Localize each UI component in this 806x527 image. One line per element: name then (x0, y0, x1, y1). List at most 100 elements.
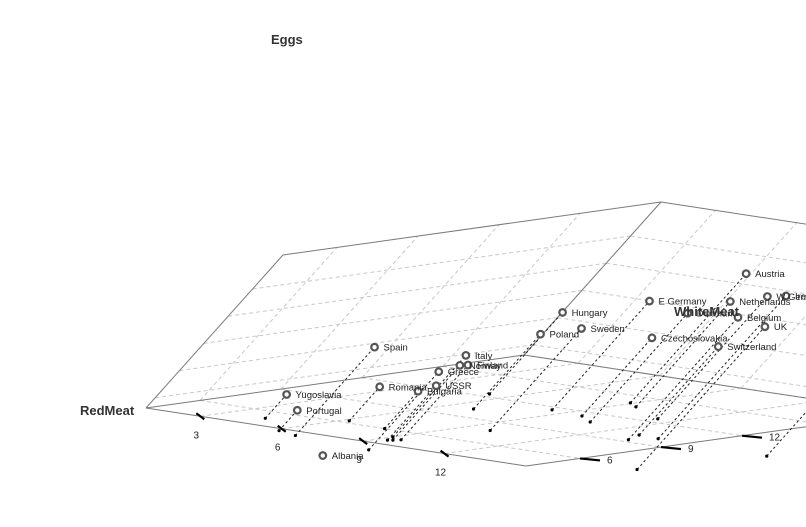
xy-projection-point (347, 419, 351, 423)
xy-projection-point (487, 392, 492, 396)
x-tick-mark (439, 449, 450, 458)
data-point (558, 308, 567, 317)
point-label: USSR (445, 381, 472, 392)
projection-line (384, 390, 419, 429)
data-point (683, 308, 692, 318)
y-tick-mark (741, 434, 763, 439)
projection-line (392, 355, 467, 438)
projection-line (636, 326, 766, 470)
projection-line (387, 385, 437, 441)
point-label: Sweden (591, 324, 625, 335)
projection-line (581, 337, 653, 417)
projection-line (400, 364, 469, 441)
point-label: Romania (389, 382, 428, 393)
xy-projection-point (263, 416, 267, 420)
xy-projection-point (634, 405, 638, 409)
data-point (282, 390, 291, 399)
back-wall-grid-line-x (577, 209, 716, 364)
floor-grid-line-y (442, 365, 806, 423)
box-edge (282, 201, 662, 256)
xy-projection-point (367, 448, 371, 452)
xy-projection-point (656, 417, 660, 421)
y-tick-label: 12 (769, 433, 781, 444)
floor-grid-line-x (281, 375, 660, 430)
xy-projection-point (637, 433, 641, 437)
x-tick-mark (277, 424, 287, 433)
data-point (760, 322, 770, 332)
y-tick-label: 6 (607, 455, 613, 466)
back-wall-grid-line-z (630, 235, 806, 264)
projection-line (657, 295, 787, 440)
box-edge (660, 201, 806, 225)
xy-projection-point (382, 427, 387, 431)
data-point (725, 297, 735, 306)
projection-line (368, 371, 440, 451)
point-label: Poland (550, 330, 580, 341)
floor-grid-line-x (444, 402, 806, 455)
side-wall-grid-line-y (361, 224, 500, 379)
projection-line (635, 301, 731, 408)
floor-grid-line-y (361, 377, 743, 437)
data-point (762, 292, 772, 301)
xy-projection-point (488, 428, 492, 433)
x-tick-label: 12 (435, 468, 447, 479)
point-label: Yugoslavia (296, 390, 343, 401)
projection-line (473, 333, 541, 410)
xy-projection-point (471, 407, 476, 411)
side-wall-grid-line-z (203, 289, 582, 344)
xy-projection-point (626, 438, 630, 442)
x-axis-title: RedMeat (80, 403, 135, 418)
point-label: Denmark (697, 309, 736, 320)
side-wall-grid-line-y (280, 235, 419, 390)
data-point (461, 350, 471, 360)
point-label: Finland (477, 361, 508, 372)
floor-grid-line-y (280, 388, 662, 448)
side-wall-grid-line-z (155, 344, 534, 399)
data-point (370, 342, 379, 352)
back-wall-grid-line-x (740, 314, 806, 389)
xy-projection-point (588, 420, 592, 424)
y-tick-label: 9 (688, 444, 694, 455)
point-label: Norway (469, 361, 501, 372)
x-tick-label: 3 (194, 430, 200, 441)
x-tick-label: 9 (356, 455, 362, 466)
projection-line (589, 312, 688, 423)
data-point (455, 360, 465, 370)
projection-line (551, 300, 650, 411)
xy-projection-point (628, 401, 633, 405)
point-label: Bulgaria (427, 387, 463, 398)
data-point (781, 291, 791, 301)
side-wall-grid-line-y (199, 247, 338, 401)
x-tick-mark (358, 437, 368, 446)
back-wall-grid-line-x (659, 222, 798, 377)
back-wall-grid-line-z (606, 262, 806, 295)
back-wall-grid-line-z (533, 344, 806, 387)
x-tick-mark (195, 412, 205, 421)
xy-projection-point (765, 454, 769, 458)
projection-lines (264, 273, 806, 470)
x-tick-label: 6 (275, 443, 281, 454)
side-wall-grid-line-z (179, 317, 558, 372)
point-label: Greece (448, 367, 479, 378)
point-label: Austria (755, 269, 785, 280)
box-edge (145, 254, 284, 409)
xy-projection-point (385, 438, 390, 442)
data-point (733, 312, 743, 322)
y-tick-mark (660, 445, 682, 451)
data-point (463, 360, 473, 370)
projection-line (638, 346, 719, 436)
xy-projection-point (656, 437, 660, 441)
data-point (577, 324, 586, 333)
floor-grid-line-y (199, 399, 581, 459)
point-label: E Germany (658, 297, 706, 308)
grid-lines (155, 201, 806, 459)
xy-projection-point (293, 433, 297, 438)
data-point (741, 269, 751, 279)
data-point (645, 296, 654, 306)
point-labels: AlbaniaAustriaBelgiumBulgariaCzechoslova… (296, 269, 806, 462)
projection-line (766, 411, 806, 457)
data-point (713, 342, 723, 352)
xy-projection-point (550, 408, 554, 412)
xy-projection-point (277, 429, 281, 433)
